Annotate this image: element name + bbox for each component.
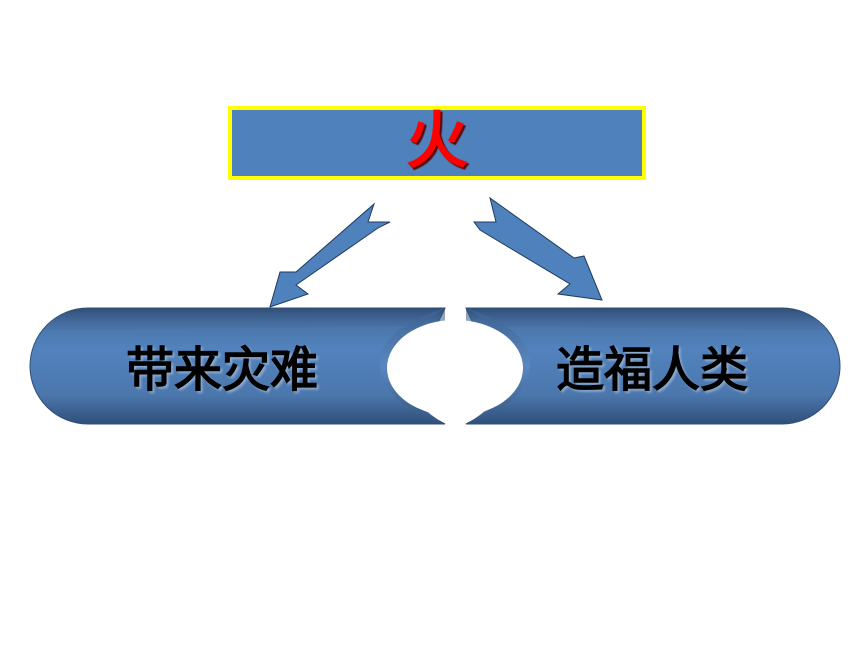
top-node-label: 火 <box>405 104 468 177</box>
center-gap <box>387 320 523 416</box>
arrow-right-down <box>473 196 603 301</box>
right-node-label: 造福人类 <box>556 342 749 398</box>
arrow-left-down <box>269 202 391 308</box>
top-node-box: 火 <box>228 106 646 180</box>
left-node-label: 带来灾难 <box>126 342 319 398</box>
left-pill-shape <box>29 307 446 425</box>
right-pill-shape <box>465 307 841 425</box>
